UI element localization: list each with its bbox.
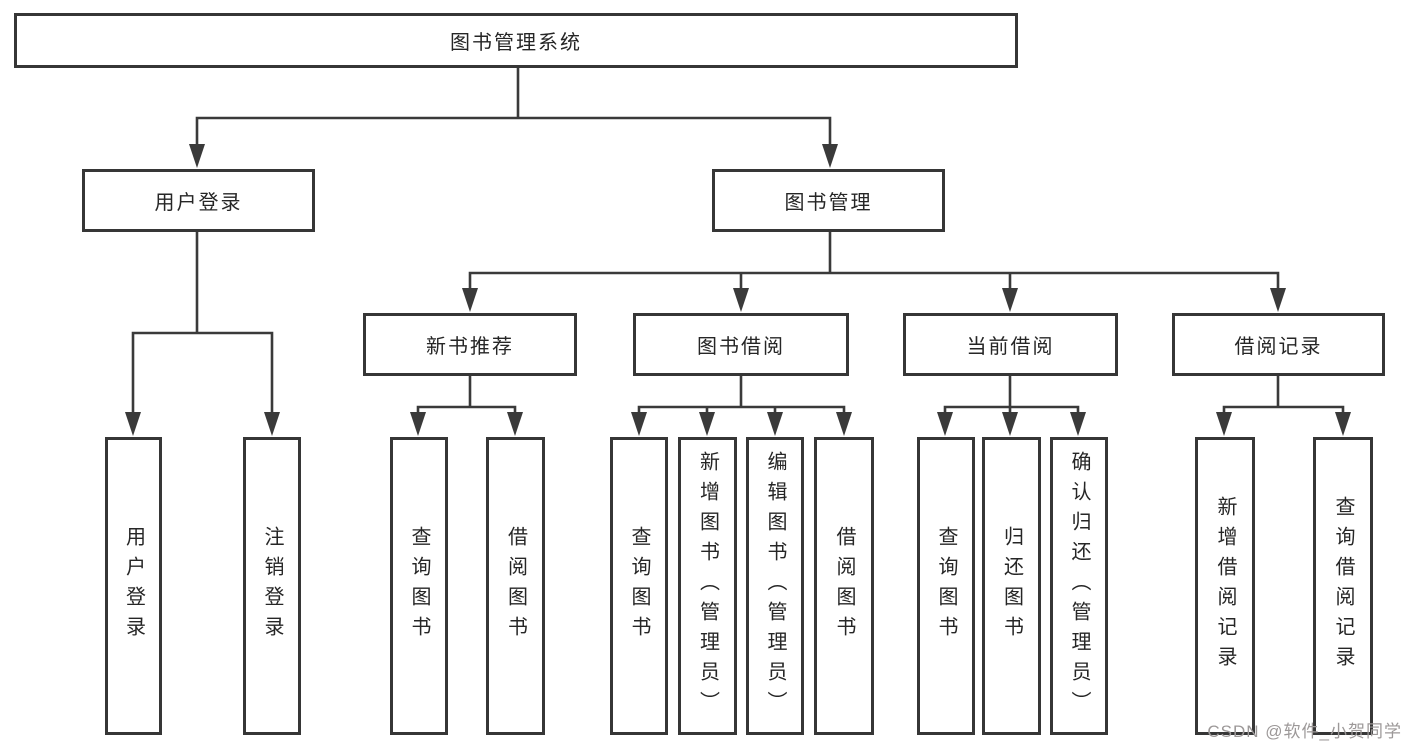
leaf-current-query-books-label: 查询图书 — [935, 526, 957, 646]
arrow-down-icon — [1002, 412, 1018, 436]
leaf-edit-books-admin-label: 编辑图书（管理员） — [764, 451, 786, 721]
leaf-add-borrow-record: 新增借阅记录 — [1195, 437, 1255, 735]
leaf-query-borrow-record-label: 查询借阅记录 — [1332, 496, 1354, 676]
node-book-management-label: 图书管理 — [784, 192, 873, 214]
node-user-login: 用户登录 — [82, 169, 315, 232]
node-user-login-label: 用户登录 — [154, 192, 243, 214]
arrow-down-icon — [1002, 288, 1018, 312]
connector-root-branches — [195, 66, 832, 152]
node-book-borrowing-label: 图书借阅 — [697, 336, 785, 358]
leaf-edit-books-admin: 编辑图书（管理员） — [746, 437, 804, 735]
connector-new-book-children — [416, 374, 517, 420]
connector-borrow-rec-children — [1222, 374, 1345, 420]
node-new-book-recommend-label: 新书推荐 — [426, 336, 514, 358]
node-current-borrowing: 当前借阅 — [903, 313, 1118, 376]
arrow-down-icon — [462, 288, 478, 312]
leaf-logout-label: 注销登录 — [261, 526, 283, 646]
leaf-user-login: 用户登录 — [105, 437, 162, 735]
node-book-management: 图书管理 — [712, 169, 945, 232]
arrow-down-icon — [836, 412, 852, 436]
arrow-down-icon — [1335, 412, 1351, 436]
arrow-down-icon — [1216, 412, 1232, 436]
arrow-down-icon — [125, 412, 141, 436]
arrow-down-icon — [189, 144, 205, 168]
arrow-down-icon — [507, 412, 523, 436]
arrow-down-icon — [733, 288, 749, 312]
arrow-down-icon — [1070, 412, 1086, 436]
leaf-return-books-label: 归还图书 — [1000, 526, 1023, 646]
node-borrow-records: 借阅记录 — [1172, 313, 1385, 376]
leaf-recommend-borrow-books: 借阅图书 — [486, 437, 545, 735]
leaf-user-login-label: 用户登录 — [122, 526, 145, 646]
leaf-add-books-admin-label: 新增图书（管理员） — [696, 451, 719, 721]
node-borrow-records-label: 借阅记录 — [1234, 336, 1323, 358]
arrow-down-icon — [631, 412, 647, 436]
arrow-down-icon — [767, 412, 783, 436]
leaf-add-borrow-record-label: 新增借阅记录 — [1214, 496, 1236, 676]
leaf-confirm-return-admin-label: 确认归还（管理员） — [1068, 451, 1090, 721]
leaf-borrowing-query-books: 查询图书 — [610, 437, 668, 735]
connector-cur-borrow-children — [943, 374, 1080, 420]
leaf-recommend-borrow-books-label: 借阅图书 — [504, 526, 527, 646]
leaf-query-borrow-record: 查询借阅记录 — [1313, 437, 1373, 735]
node-root: 图书管理系统 — [14, 13, 1018, 68]
connector-book-mgmt-children — [468, 230, 1280, 296]
node-current-borrowing-label: 当前借阅 — [966, 336, 1055, 358]
leaf-logout: 注销登录 — [243, 437, 301, 735]
node-root-label: 图书管理系统 — [450, 32, 582, 54]
leaf-borrowing-borrow-books-label: 借阅图书 — [833, 526, 855, 646]
arrow-down-icon — [410, 412, 426, 436]
leaf-recommend-query-books: 查询图书 — [390, 437, 448, 735]
leaf-return-books: 归还图书 — [982, 437, 1041, 735]
leaf-borrowing-borrow-books: 借阅图书 — [814, 437, 874, 735]
connector-book-borrow-children — [637, 374, 846, 420]
arrow-down-icon — [937, 412, 953, 436]
leaf-recommend-query-books-label: 查询图书 — [408, 526, 430, 646]
arrowheads — [125, 144, 1351, 436]
leaf-add-books-admin: 新增图书（管理员） — [678, 437, 737, 735]
connector-user-login-children — [131, 230, 274, 420]
arrow-down-icon — [822, 144, 838, 168]
leaf-borrowing-query-books-label: 查询图书 — [628, 526, 650, 646]
leaf-current-query-books: 查询图书 — [917, 437, 975, 735]
node-book-borrowing: 图书借阅 — [633, 313, 849, 376]
leaf-confirm-return-admin: 确认归还（管理员） — [1050, 437, 1108, 735]
arrow-down-icon — [699, 412, 715, 436]
node-new-book-recommend: 新书推荐 — [363, 313, 577, 376]
csdn-watermark: CSDN @软件_小贺同学 — [1207, 722, 1402, 741]
arrow-down-icon — [264, 412, 280, 436]
arrow-down-icon — [1270, 288, 1286, 312]
connector-paths — [131, 66, 1345, 420]
